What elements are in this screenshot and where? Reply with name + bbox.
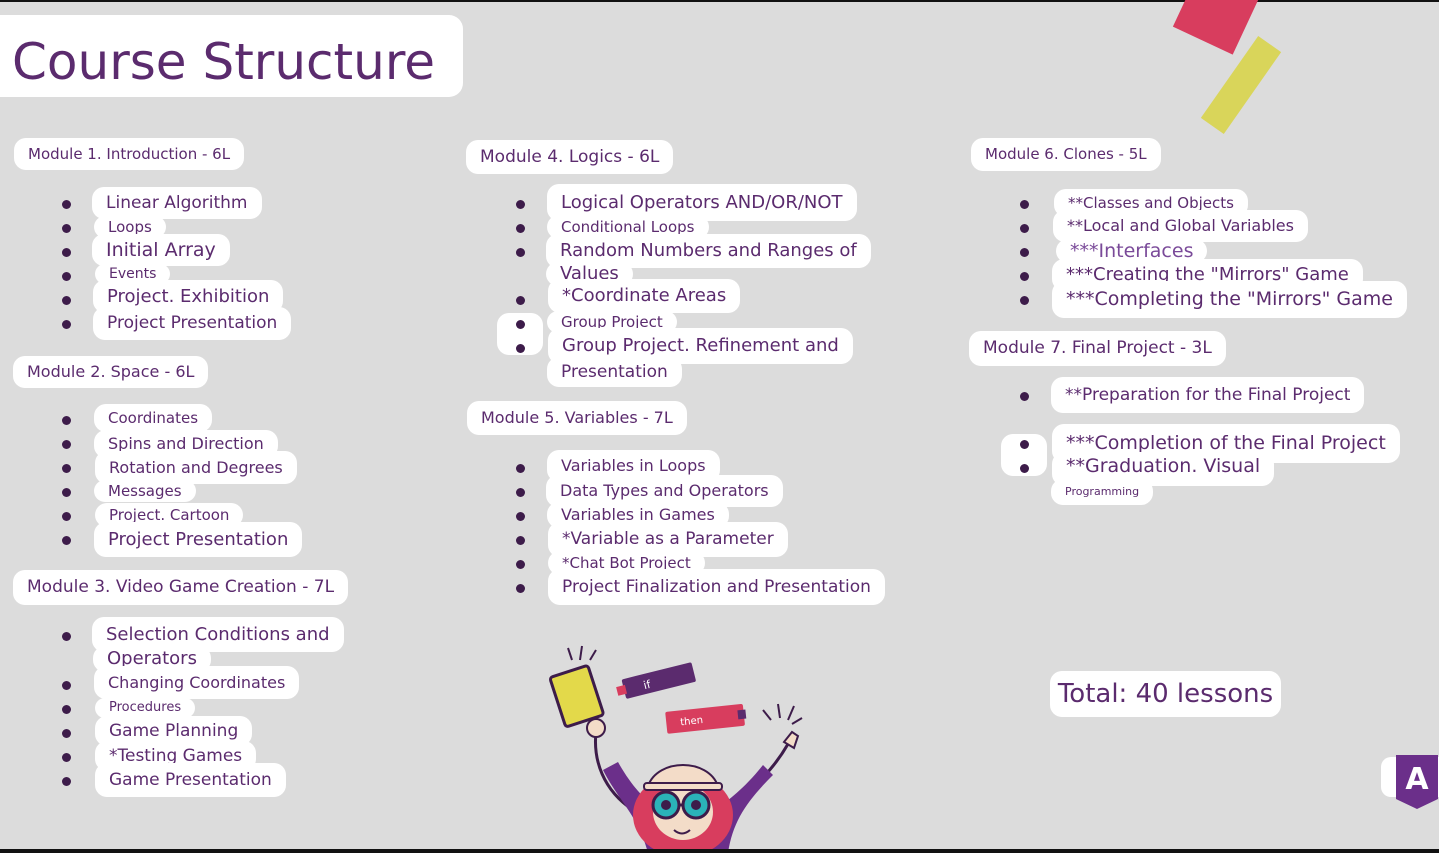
list-item: ***Completing the "Mirrors" Game [1052,281,1407,318]
bullet [1020,224,1029,233]
module-5-heading: Module 5. Variables - 7L [467,401,687,435]
bullet [62,512,71,521]
bullet [1020,464,1029,473]
bullet [516,512,525,521]
bullet [1020,200,1029,209]
bullet [62,536,71,545]
bullet [62,248,71,257]
list-item: Project Presentation [94,522,303,557]
bullet [62,632,71,641]
list-item: Messages [94,480,196,502]
list-item: **Local and Global Variables [1053,210,1308,242]
bullet [516,488,525,497]
bullet [62,729,71,738]
bullet [62,705,71,714]
bullet [62,224,71,233]
list-item: Group Project [547,311,677,333]
bullet [516,200,525,209]
module-2-heading: Module 2. Space - 6L [13,356,209,388]
module-3-heading: Module 3. Video Game Creation - 7L [13,570,349,605]
list-item: Project Finalization and Presentation [548,569,885,605]
list-item: *Testing Games [95,741,257,771]
list-item: Initial Array [92,234,230,266]
then-block-label: then [680,715,704,728]
module-7-heading: Module 7. Final Project - 3L [969,331,1226,366]
bullet [62,416,71,425]
total-lessons: Total: 40 lessons [1050,671,1281,717]
bullet [1020,392,1029,401]
list-item: Linear Algorithm [92,187,262,219]
bullet [62,681,71,690]
bullet [516,296,525,305]
logo-letter: A [1405,762,1429,797]
top-border [0,0,1439,2]
bullet [516,344,525,353]
bullet [62,440,71,449]
module-4-heading: Module 4. Logics - 6L [466,140,674,174]
bullet [516,584,525,593]
list-item: Rotation and Degrees [95,451,297,484]
bullet [516,248,525,257]
bullet [62,777,71,786]
bullet [516,224,525,233]
bullet [62,296,71,305]
list-item: Events [95,264,171,284]
bullet [516,560,525,569]
bullet [62,753,71,762]
list-item: Data Types and Operators [546,475,783,507]
list-item: Coordinates [94,404,213,432]
module-1-heading: Module 1. Introduction - 6L [14,138,245,170]
bullet [62,200,71,209]
bottom-border [0,849,1439,853]
list-item: Procedures [95,698,196,718]
list-item: **Preparation for the Final Project [1051,377,1365,413]
list-item: Presentation [547,357,682,387]
bullet [1020,272,1029,281]
list-item: Logical Operators AND/OR/NOT [547,184,857,221]
list-item: Loops [94,216,166,238]
bullet [1020,440,1029,449]
bullet [62,464,71,473]
bullet [62,488,71,497]
if-block-label: if [642,678,653,693]
yellow-decor-shape [1200,36,1282,134]
bullet [516,464,525,473]
title-card: Course Structure [0,15,463,97]
bullet [1020,248,1029,257]
list-item: Changing Coordinates [94,666,300,699]
list-item: *Coordinate Areas [548,279,741,313]
module-6-heading: Module 6. Clones - 5L [971,138,1161,171]
page-title: Course Structure [12,33,436,91]
bullet [1020,296,1029,305]
bullet [516,536,525,545]
bullet [62,272,71,281]
bullet [516,320,525,329]
list-item: Programming [1051,479,1154,505]
bullet [62,320,71,329]
list-item: Game Presentation [95,763,286,797]
juggling-character-illustration: if then [548,645,803,853]
brand-logo-icon: A [1396,755,1438,809]
list-item: Project Presentation [93,307,292,340]
